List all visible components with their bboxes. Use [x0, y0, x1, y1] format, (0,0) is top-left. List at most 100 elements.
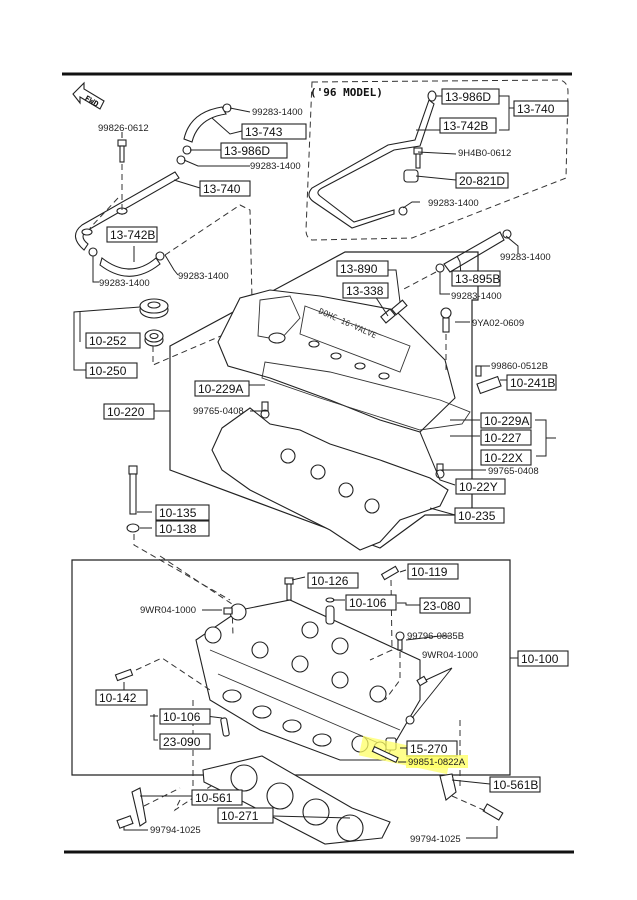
part-number-label: 10-271 — [221, 809, 259, 823]
callout-bolt-99796[interactable]: 99796-0835B — [407, 631, 464, 642]
callout-10-250[interactable]: 10-250 — [85, 362, 138, 379]
callout-10-22X[interactable]: 10-22X — [480, 449, 532, 466]
label-highlight — [406, 755, 468, 768]
callout-bolt-99826[interactable]: 99826-0612 — [98, 123, 149, 134]
callout-bolt-99794-b[interactable]: 99794-1025 — [410, 834, 461, 845]
callout-box — [439, 117, 497, 134]
part-number-label: 13-895B — [455, 272, 500, 286]
part-number-label: 10-119 — [411, 565, 448, 579]
oil-filler-cap — [139, 298, 169, 319]
callout-13-740-a[interactable]: 13-740 — [199, 180, 251, 197]
callout-10-138[interactable]: 10-138 — [155, 520, 210, 537]
callout-13-986D-a[interactable]: 13-986D — [220, 142, 288, 159]
part-number-label: 10-561 — [195, 791, 233, 805]
callout-clamp-4[interactable]: 99283-1400 — [178, 271, 229, 282]
callout-20-821D[interactable]: 20-821D — [455, 172, 509, 189]
callout-13-890[interactable]: 13-890 — [336, 260, 389, 277]
callout-stud-99851[interactable]: 99851-0822A — [408, 757, 466, 768]
part-number-label: 23-090 — [163, 735, 201, 749]
callout-bolt-99794-a[interactable]: 99794-1025 — [150, 825, 201, 836]
part-number-label: 10-220 — [107, 405, 145, 419]
callout-box — [455, 478, 506, 495]
bolt-9ya02-icon — [440, 307, 452, 333]
callout-13-338[interactable]: 13-338 — [342, 282, 389, 299]
callout-10-271[interactable]: 10-271 — [217, 807, 274, 824]
oil-cap-seal — [144, 329, 164, 347]
fwd-arrow-icon: FWD — [72, 81, 105, 110]
part-number-label: 13-743 — [245, 125, 283, 139]
callout-box — [517, 650, 569, 667]
hose-96-model — [308, 90, 437, 229]
part-number-label: 10-100 — [521, 652, 559, 666]
callout-13-742B-a[interactable]: 13-742B — [106, 226, 158, 243]
callout-13-740-b[interactable]: 13-740 — [513, 100, 569, 117]
callout-10-126[interactable]: 10-126 — [307, 572, 359, 589]
callout-10-142[interactable]: 10-142 — [95, 689, 148, 706]
callout-clamp-6[interactable]: 99283-1400 — [500, 252, 551, 263]
callout-box — [345, 594, 397, 611]
callout-15-270[interactable]: 15-270 — [406, 740, 458, 757]
callout-10-235[interactable]: 10-235 — [454, 507, 505, 524]
callout-10-100[interactable]: 10-100 — [517, 650, 569, 667]
stud-10-119 — [380, 565, 400, 581]
callout-10-241B[interactable]: 10-241B — [506, 374, 557, 391]
callout-10-106-a[interactable]: 10-106 — [345, 594, 397, 611]
bracket-10-241B — [475, 365, 502, 395]
callout-clamp-5[interactable]: 99283-1400 — [428, 198, 479, 209]
callout-box — [513, 100, 569, 117]
callout-clamp-2[interactable]: 99283-1400 — [250, 161, 301, 172]
part-number-label: 10-106 — [349, 596, 387, 610]
callout-box — [455, 172, 509, 189]
part-number-label: 13-986D — [224, 144, 270, 158]
part-number-label: 13-742B — [443, 119, 488, 133]
callout-box — [85, 332, 141, 349]
callout-bolt-99860[interactable]: 99860-0512B — [491, 361, 548, 372]
callout-bolt-9h4b0[interactable]: 9H4B0-0612 — [458, 148, 511, 159]
callout-plug-9wr04-a[interactable]: 9WR04-1000 — [140, 605, 196, 616]
boxed-callouts: 13-743 13-986D 13-740 13-742B 13-986D 13-740 1… — [85, 88, 569, 824]
plain-callouts: 99283-1400 99283-1400 99283-1400 99283-1400… — [98, 107, 551, 845]
callout-plug-9wr04-b[interactable]: 9WR04-1000 — [422, 650, 478, 661]
callout-13-895B[interactable]: 13-895B — [451, 270, 501, 287]
callout-10-135[interactable]: 10-135 — [155, 504, 210, 521]
callout-10-22Y[interactable]: 10-22Y — [455, 478, 506, 495]
callout-10-561B[interactable]: 10-561B — [489, 776, 541, 793]
model-96-region — [305, 79, 569, 241]
callout-clamp-1[interactable]: 99283-1400 — [252, 107, 303, 118]
callout-23-090[interactable]: 23-090 — [159, 733, 211, 750]
callout-10-227[interactable]: 10-227 — [480, 429, 532, 446]
callout-box — [191, 789, 243, 806]
callout-13-743[interactable]: 13-743 — [241, 123, 307, 140]
callout-bolt-9ya02[interactable]: 9YA02-0609 — [472, 318, 524, 329]
callout-13-742B-b[interactable]: 13-742B — [439, 117, 497, 134]
callout-10-229A-a[interactable]: 10-229A — [194, 380, 250, 397]
callout-box — [454, 507, 505, 524]
bolt-10-126-icon — [284, 577, 294, 601]
callout-10-220[interactable]: 10-220 — [103, 403, 155, 420]
callout-10-106-b[interactable]: 10-106 — [159, 708, 211, 725]
stud-10-142 — [114, 668, 134, 682]
callout-bolt-99765-a[interactable]: 99765-0408 — [193, 406, 244, 417]
bolt-99765-b-icon — [435, 463, 445, 479]
part-number-label: 13-986D — [445, 90, 491, 104]
callout-10-229A-b[interactable]: 10-229A — [480, 412, 532, 429]
part-number-label: 20-821D — [459, 174, 505, 188]
callout-13-986D-b[interactable]: 13-986D — [441, 88, 500, 105]
callout-clamp-7[interactable]: 99283-1400 — [451, 291, 502, 302]
callout-23-080[interactable]: 23-080 — [419, 597, 471, 614]
callout-box — [342, 282, 389, 299]
part-number-label: 10-250 — [89, 364, 127, 378]
hose-13-895B — [435, 229, 512, 273]
part-number-label: 10-229A — [198, 382, 243, 396]
callout-bolt-99765-b[interactable]: 99765-0408 — [488, 466, 539, 477]
callout-10-119[interactable]: 10-119 — [407, 563, 459, 580]
callout-10-252[interactable]: 10-252 — [85, 332, 141, 349]
hose-13-743 — [176, 103, 232, 165]
callout-box — [480, 429, 532, 446]
callout-clamp-3[interactable]: 99283-1400 — [99, 278, 150, 289]
hose-13-742B — [88, 247, 165, 277]
callout-10-561[interactable]: 10-561 — [191, 789, 243, 806]
pipe-13-740 — [74, 171, 180, 251]
head-gasket-10-271 — [202, 755, 391, 845]
